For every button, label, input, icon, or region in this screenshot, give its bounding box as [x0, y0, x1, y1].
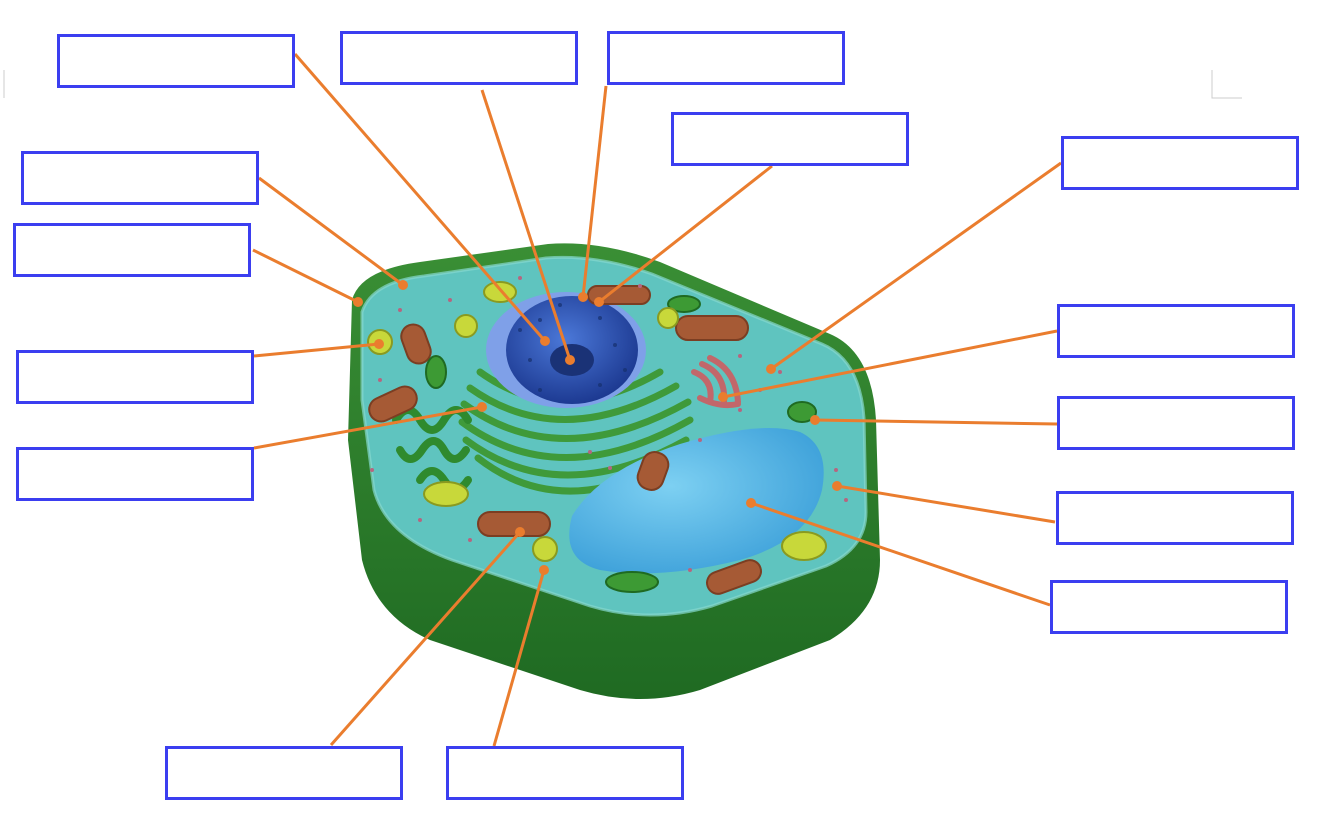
label-box-15[interactable]: [446, 746, 684, 800]
label-box-8[interactable]: [1057, 304, 1295, 358]
mitochondria: [368, 285, 762, 595]
label-box-1[interactable]: [57, 34, 295, 88]
label-box-9[interactable]: [16, 350, 254, 404]
crop-marks: [3, 70, 1242, 99]
label-box-10[interactable]: [1057, 396, 1295, 450]
label-box-11[interactable]: [16, 447, 254, 501]
central-vacuole: [569, 428, 824, 574]
leader-lines: [252, 53, 1062, 747]
label-box-3[interactable]: [607, 31, 845, 85]
label-box-4[interactable]: [671, 112, 909, 166]
label-box-12[interactable]: [1056, 491, 1294, 545]
leader-endpoints: [353, 280, 842, 575]
label-box-13[interactable]: [1050, 580, 1288, 634]
label-box-5[interactable]: [1061, 136, 1299, 190]
label-box-6[interactable]: [21, 151, 259, 205]
label-box-7[interactable]: [13, 223, 251, 277]
label-box-14[interactable]: [165, 746, 403, 800]
chloroplasts: [425, 295, 817, 593]
label-box-2[interactable]: [340, 31, 578, 85]
